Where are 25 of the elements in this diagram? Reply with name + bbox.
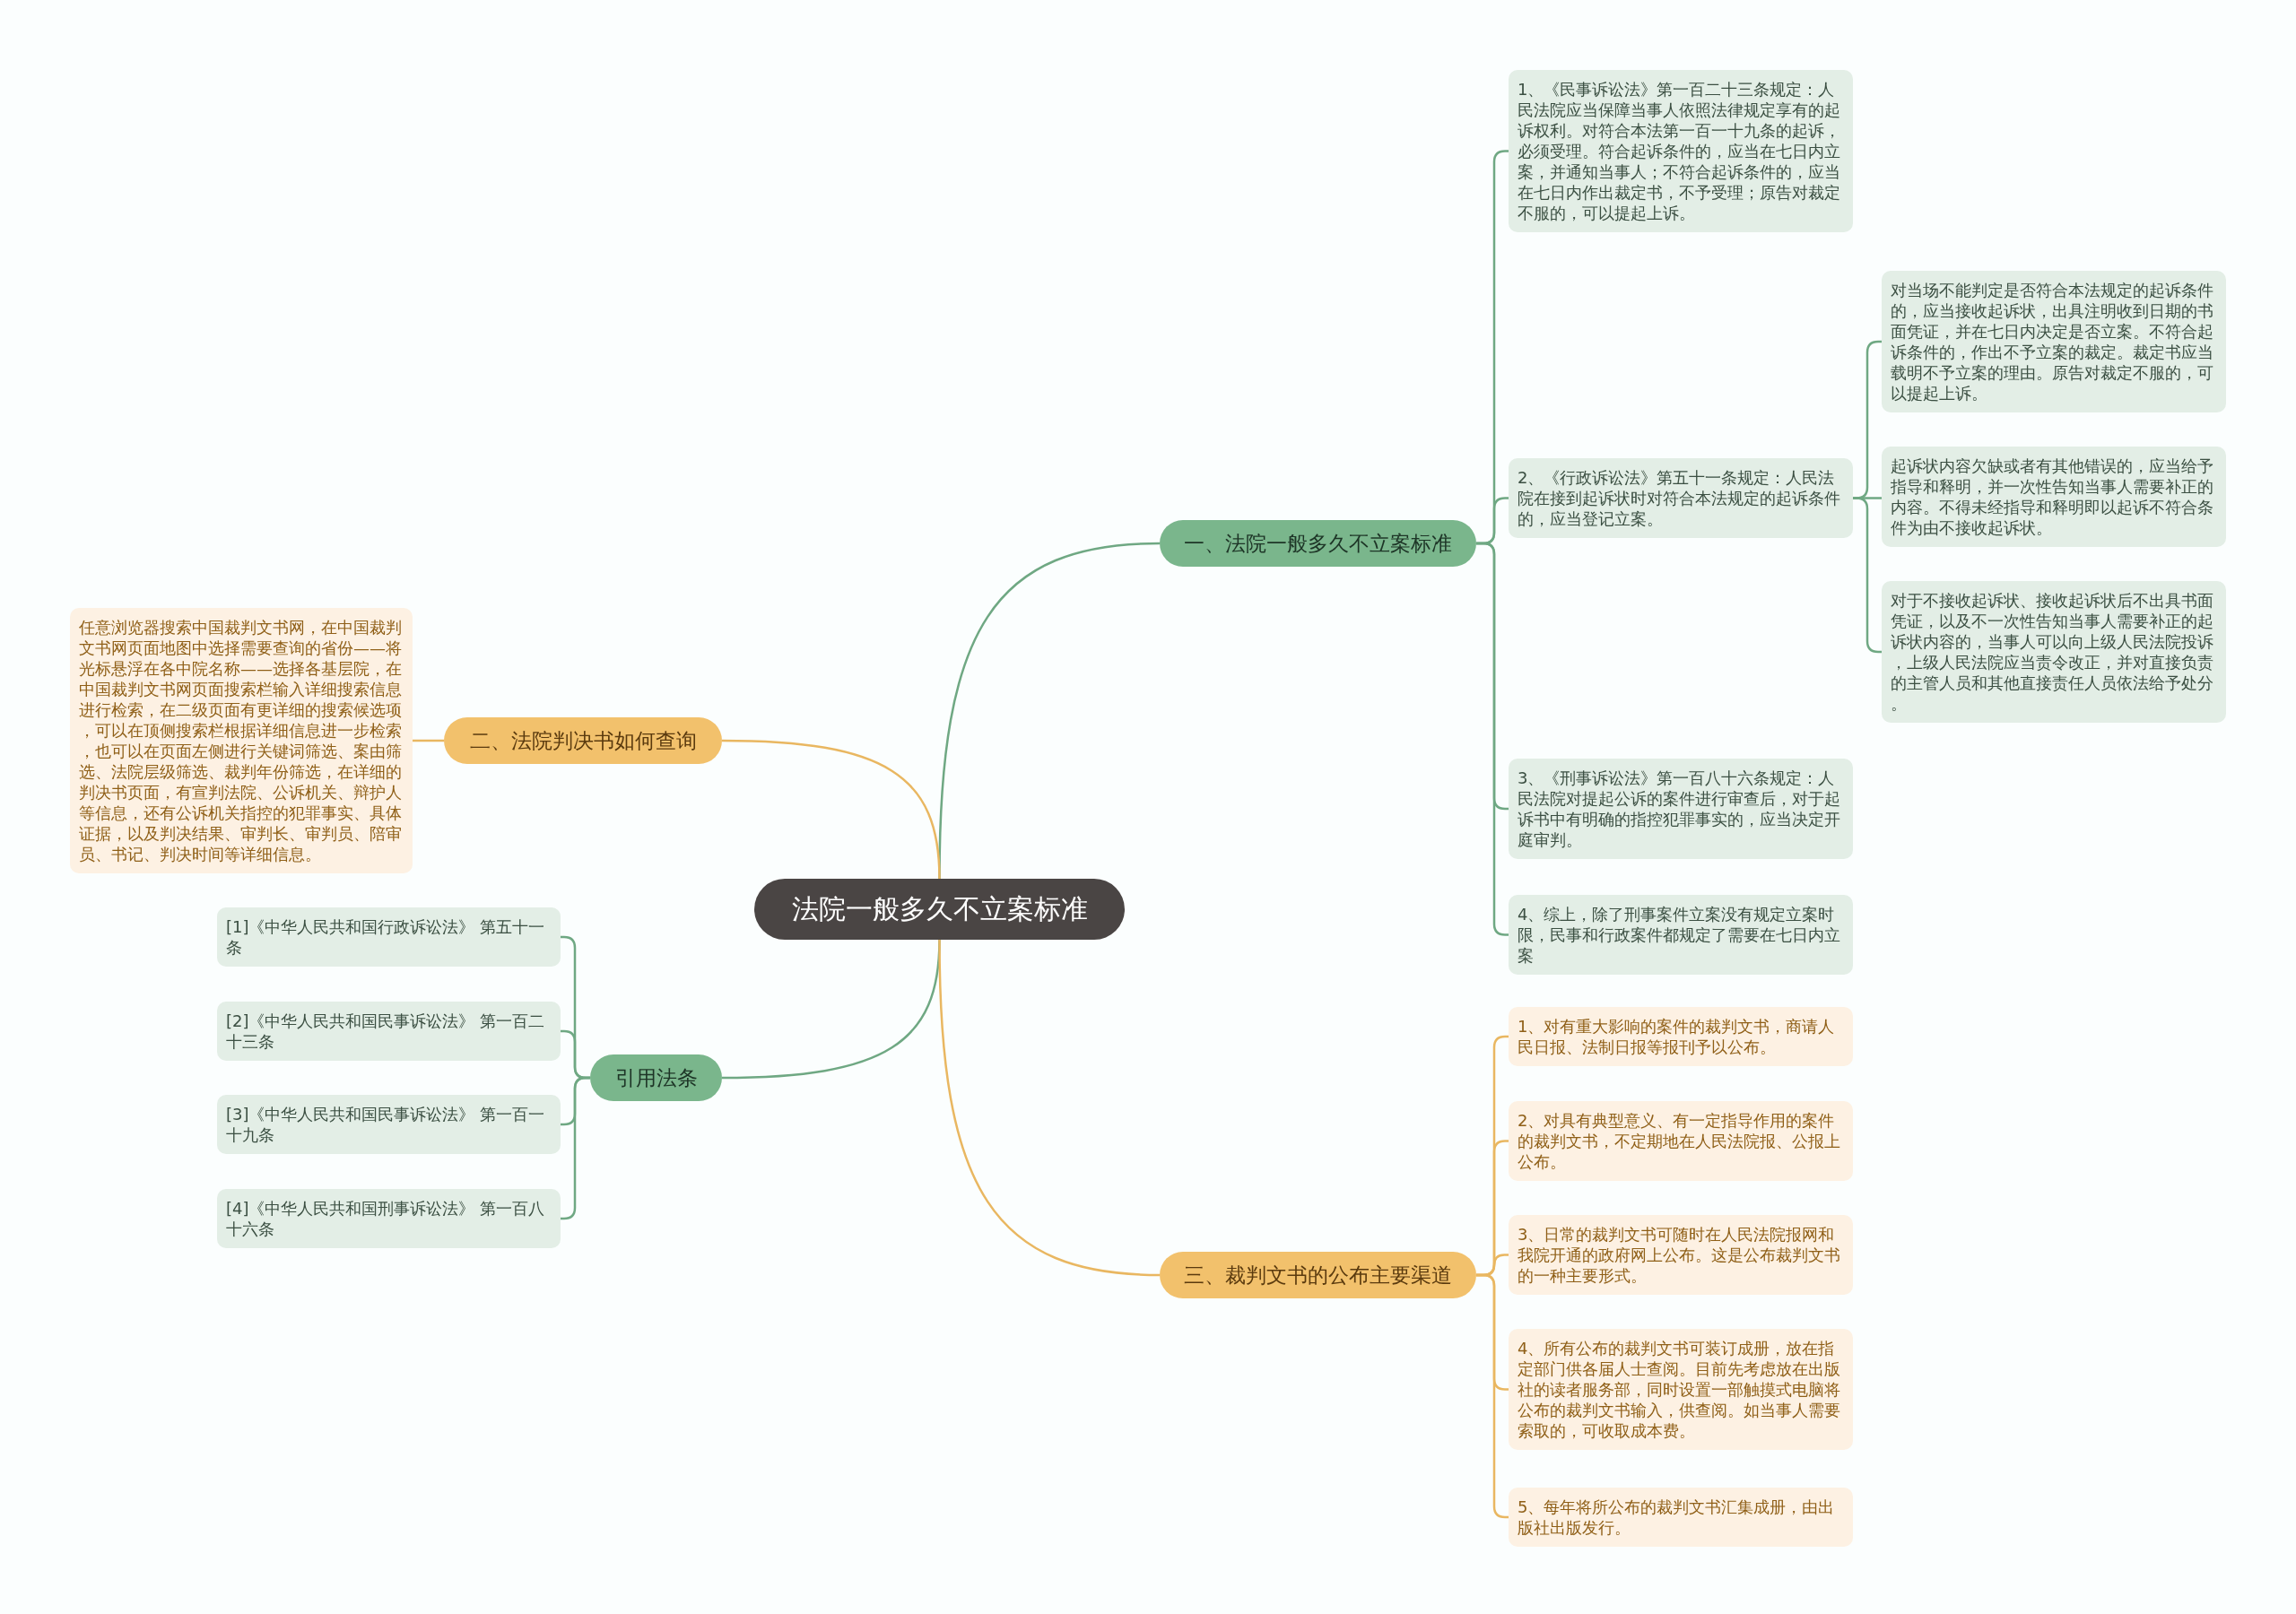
note-box: 2、对具有典型意义、有一定指导作用的案件的裁判文书，不定期地在人民法院报、公报上公布。 bbox=[1509, 1101, 1853, 1181]
note-box: 2、《行政诉讼法》第五十一条规定：人民法院在接到起诉状时对符合本法规定的起诉条件的，应当登记立案。 bbox=[1509, 458, 1853, 538]
central-topic: 法院一般多久不立案标准 bbox=[754, 879, 1125, 940]
note-box: 1、《民事诉讼法》第一百二十三条规定：人民法院应当保障当事人依照法律规定享有的起诉权利。对符合本法第一百一十九条的起诉，必须受理。符合起诉条件的，应当在七日内立案，并通知当事人；不符合起诉条件的，应当在七日内作出裁定书，不予受理；原告对裁定不服的，可以提起上诉。 bbox=[1509, 70, 1853, 232]
note-box: [2]《中华人民共和国民事诉讼法》 第一百二十三条 bbox=[217, 1002, 561, 1061]
note-box: 4、综上，除了刑事案件立案没有规定立案时限，民事和行政案件都规定了需要在七日内立案 bbox=[1509, 895, 1853, 975]
note-box: 3、《刑事诉讼法》第一百八十六条规定：人民法院对提起公诉的案件进行审查后，对于起诉书中有明确的指控犯罪事实的，应当决定开庭审判。 bbox=[1509, 759, 1853, 859]
note-box: 对当场不能判定是否符合本法规定的起诉条件的，应当接收起诉状，出具注明收到日期的书面凭证，并在七日内决定是否立案。不符合起诉条件的，作出不予立案的裁定。裁定书应当载明不予立案的理由。原告对裁定不服的，可以提起上诉。 bbox=[1882, 271, 2226, 412]
branch-topic: 引用法条 bbox=[590, 1054, 722, 1101]
branch-topic: 三、裁判文书的公布主要渠道 bbox=[1160, 1252, 1476, 1298]
connector-line bbox=[938, 939, 1161, 1277]
note-box: 1、对有重大影响的案件的裁判文书，商请人民日报、法制日报等报刊予以公布。 bbox=[1509, 1007, 1853, 1066]
branch-topic: 一、法院一般多久不立案标准 bbox=[1160, 520, 1476, 567]
branch-topic: 二、法院判决书如何查询 bbox=[444, 717, 722, 764]
note-box: 3、日常的裁判文书可随时在人民法院报网和我院开通的政府网上公布。这是公布裁判文书的一种主要形式。 bbox=[1509, 1215, 1853, 1295]
note-box: [3]《中华人民共和国民事诉讼法》 第一百一十九条 bbox=[217, 1095, 561, 1154]
connector-line bbox=[721, 739, 941, 880]
note-box: 5、每年将所公布的裁判文书汇集成册，由出版社出版发行。 bbox=[1509, 1488, 1853, 1547]
note-box: 起诉状内容欠缺或者有其他错误的，应当给予指导和释明，并一次性告知当事人需要补正的内容。不得未经指导和释明即以起诉不符合条件为由不接收起诉状。 bbox=[1882, 447, 2226, 547]
note-box: 对于不接收起诉状、接收起诉状后不出具书面凭证，以及不一次性告知当事人需要补正的起诉状内容的，当事人可以向上级人民法院投诉，上级人民法院应当责令改正，并对直接负责的主管人员和其他直接责任人员依法给予处分。 bbox=[1882, 581, 2226, 723]
note-box: 4、所有公布的裁判文书可装订成册，放在指定部门供各届人士查阅。目前先考虑放在出版社的读者服务部，同时设置一部触摸式电脑将公布的裁判文书输入，供查阅。如当事人需要索取的，可收取成本费。 bbox=[1509, 1329, 1853, 1450]
note-box: [1]《中华人民共和国行政诉讼法》 第五十一条 bbox=[217, 907, 561, 967]
note-box: 任意浏览器搜索中国裁判文书网，在中国裁判文书网页面地图中选择需要查询的省份——将光标悬浮在各中院名称——选择各基层院，在中国裁判文书网页面搜索栏输入详细搜索信息进行检索，在二级页面有更详细的搜索候选项，可以在顶侧搜索栏根据详细信息进一步检索，也可以在页面左侧进行关键词筛选、案由筛选、法院层级筛选、裁判年份筛选，在详细的判决书页面，有宣判法院、公诉机关、辩护人等信息，还有公诉机关指控的犯罪事实、具体证据，以及判决结果、审判长、审判员、陪审员、书记、判决时间等详细信息。 bbox=[70, 608, 413, 873]
connector-line bbox=[413, 739, 444, 742]
note-box: [4]《中华人民共和国刑事诉讼法》 第一百八十六条 bbox=[217, 1189, 561, 1248]
